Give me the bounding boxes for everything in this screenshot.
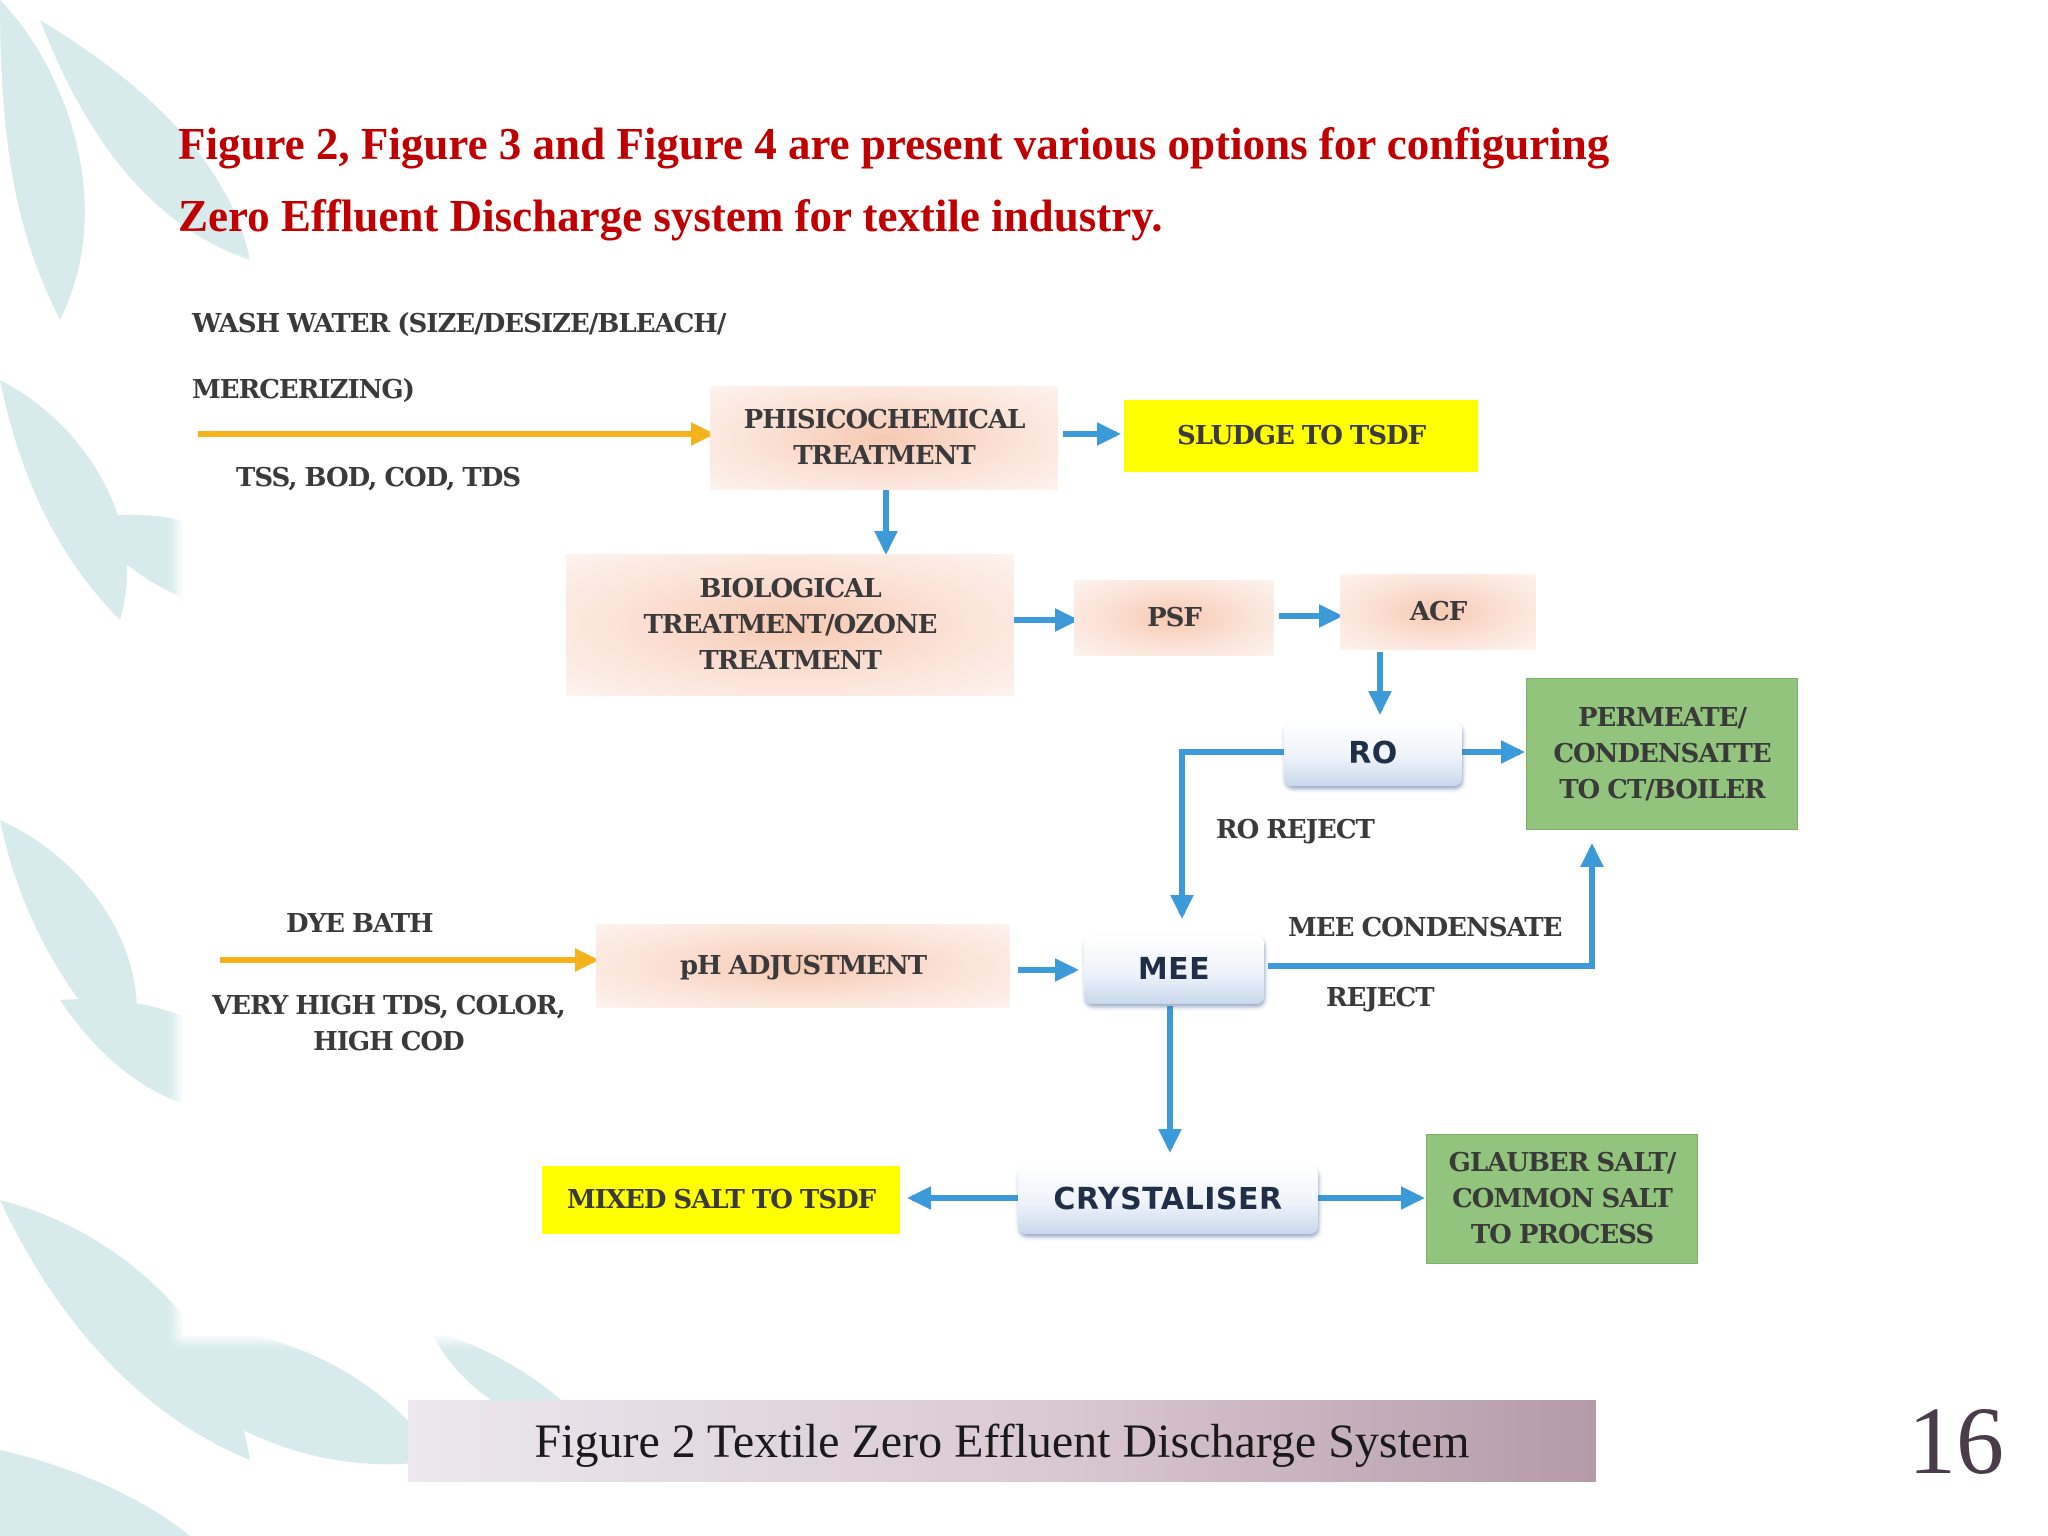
biological-treatment-box: BIOLOGICAL TREATMENT/OZONE TREATMENT [566, 554, 1014, 696]
process-flow-diagram: WASH WATER (SIZE/DESIZE/BLEACH/ MERCERIZ… [182, 268, 1842, 1336]
wash-water-label-line1: WASH WATER (SIZE/DESIZE/BLEACH/ [192, 309, 726, 339]
mixed-salt-to-tsdf-box: MIXED SALT TO TSDF [542, 1166, 900, 1234]
mee-condensate-label: MEE CONDENSATE [1288, 913, 1562, 943]
sludge-to-tsdf-box: SLUDGE TO TSDF [1124, 400, 1478, 472]
heading-line-2: Zero Effluent Discharge system for texti… [178, 191, 1163, 241]
crystaliser-box: CRYSTALISER [1018, 1166, 1318, 1234]
dye-bath-label: DYE BATH [286, 909, 434, 939]
psf-box: PSF [1074, 580, 1274, 656]
acf-box: ACF [1340, 574, 1536, 650]
arrow-mee-condensate-to-permeate [1268, 843, 1604, 969]
wash-water-label-line2: MERCERIZING) [192, 375, 415, 405]
physicochemical-treatment-box: PHISICOCHEMICAL TREATMENT [710, 386, 1058, 490]
ro-reject-label: RO REJECT [1216, 815, 1375, 845]
permeate-condensate-box: PERMEATE/ CONDENSATTE TO CT/BOILER [1526, 678, 1798, 830]
heading-line-1: Figure 2, Figure 3 and Figure 4 are pres… [178, 119, 1610, 169]
ph-adjustment-box: pH ADJUSTMENT [596, 924, 1010, 1008]
slide-heading: Figure 2, Figure 3 and Figure 4 are pres… [178, 108, 1878, 252]
arrow-ro-reject-to-mee [1170, 749, 1284, 919]
page-number: 16 [1908, 1387, 2004, 1494]
wash-water-params: TSS, BOD, COD, TDS [236, 463, 521, 493]
glauber-salt-box: GLAUBER SALT/ COMMON SALT TO PROCESS [1426, 1134, 1698, 1264]
reject-label: REJECT [1326, 983, 1435, 1013]
ro-box: RO [1284, 722, 1462, 786]
dye-bath-params: VERY HIGH TDS, COLOR, HIGH COD [212, 991, 566, 1057]
mee-box: MEE [1084, 936, 1264, 1004]
figure-caption: Figure 2 Textile Zero Effluent Discharge… [408, 1400, 1596, 1482]
flow-arrows [198, 422, 1604, 1210]
